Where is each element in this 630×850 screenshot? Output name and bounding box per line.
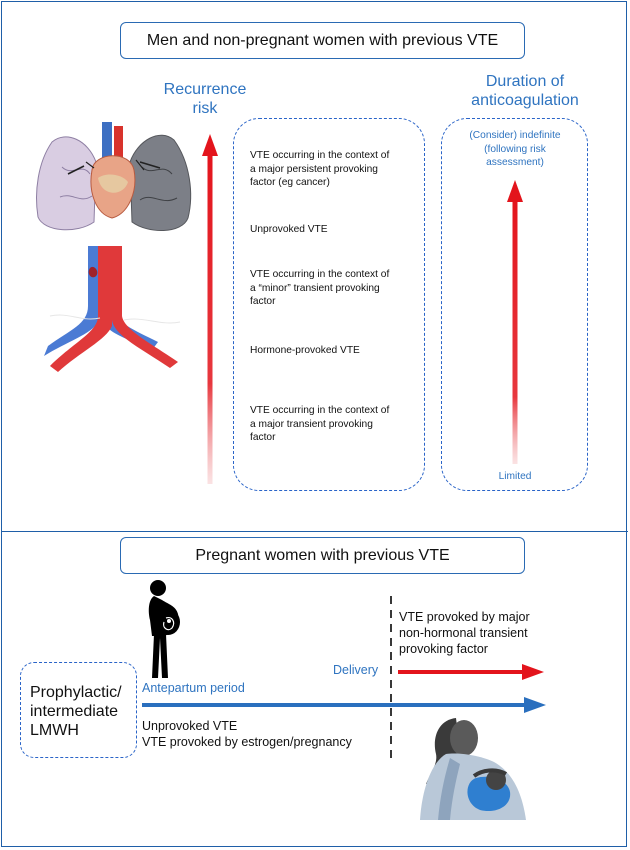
lungs-heart-illustration <box>36 122 192 232</box>
antepartum-blue-arrow <box>142 697 546 713</box>
delivery-dashed-line <box>390 596 392 762</box>
top-section-title-text: Men and non-pregnant women with previous… <box>146 31 499 49</box>
duration-arrow <box>507 180 523 464</box>
risk-category-major-transient: VTE occurring in the context of a major … <box>250 405 390 443</box>
recurrence-risk-arrow <box>202 134 218 484</box>
bottom-section-title: Pregnant women with previous VTE <box>120 537 525 574</box>
breastfeeding-mother-illustration <box>420 718 526 820</box>
risk-categories-box <box>233 118 425 491</box>
duration-label: Duration of anticoagulation <box>471 73 579 109</box>
duration-box <box>441 118 588 491</box>
postpartum-red-arrow <box>398 664 544 680</box>
duration-indefinite-text: (Consider) indefinite (following risk as… <box>469 130 561 168</box>
delivery-label: Delivery <box>333 663 379 677</box>
blue-arrow-text: Unprovoked VTE VTE provoked by estrogen/… <box>142 719 352 749</box>
risk-category-unprovoked: Unprovoked VTE <box>250 224 328 235</box>
risk-category-major-persistent: VTE occurring in the context of a major … <box>250 150 390 188</box>
red-arrow-text: VTE provoked by major non-hormonal trans… <box>399 610 530 656</box>
antepartum-label: Antepartum period <box>142 681 245 695</box>
bottom-section-title-text: Pregnant women with previous VTE <box>195 546 450 564</box>
recurrence-risk-label: Recurrence risk <box>163 81 247 117</box>
risk-category-minor-transient: VTE occurring in the context of a “minor… <box>250 269 390 307</box>
pregnant-woman-icon <box>148 580 180 678</box>
section-divider <box>1 531 628 532</box>
top-section-title: Men and non-pregnant women with previous… <box>120 22 525 59</box>
lmwh-box <box>20 662 137 758</box>
vein-illustration <box>44 246 181 372</box>
duration-limited-text: Limited <box>498 471 532 482</box>
lmwh-text: Prophylactic/ intermediate LMWH <box>30 684 122 739</box>
risk-category-hormone-provoked: Hormone-provoked VTE <box>250 345 360 356</box>
